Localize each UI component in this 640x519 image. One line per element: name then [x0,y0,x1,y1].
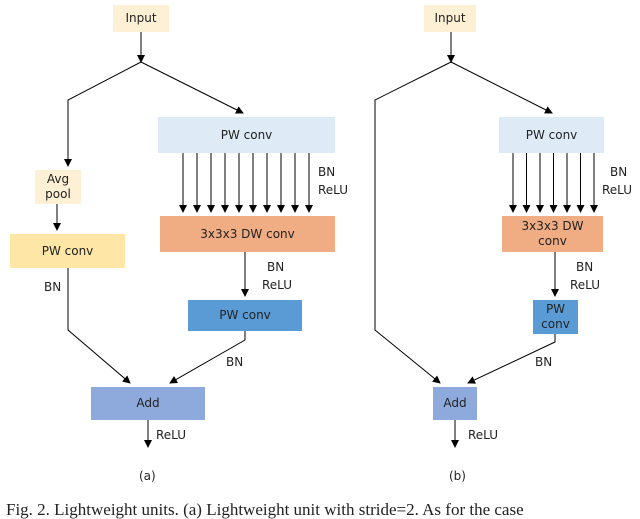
a-bn-bottom-label: BN [226,355,244,369]
b-bn-relu-top-label: BN ReLU [602,163,632,199]
b-pw-conv-bottom-box: PW conv [533,300,578,334]
b-relu-top: ReLU [602,183,633,197]
a-avg-pool-box: Avg pool [35,170,81,204]
a-relu-top: ReLU [318,183,349,197]
a-pw-bottom-to-add [169,331,246,384]
b-pw-bottom-to-add [467,334,556,384]
b-split-to-pw-top [450,61,553,114]
figure-caption: Fig. 2. Lightweight units. (a) Lightweig… [6,500,524,519]
a-pw-conv-top-box: PW conv [158,117,335,153]
a-pw-left-to-add [67,268,131,384]
a-relu-mid: ReLU [262,278,293,292]
a-bn-relu-mid-label: BN ReLU [262,258,292,294]
a-panel-label: (a) [139,469,156,483]
a-bn-top: BN [318,165,336,179]
a-bn-relu-top-label: BN ReLU [318,163,348,199]
a-dw-conv-box: 3x3x3 DW conv [160,216,335,252]
a-add-box: Add [91,387,205,420]
b-bn-mid: BN [576,260,594,274]
b-relu-mid: ReLU [570,278,601,292]
b-pw-conv-top-box: PW conv [499,117,604,153]
a-bn-left-label: BN [44,280,62,294]
b-dw-conv-box: 3x3x3 DW conv [502,216,603,252]
b-bn-relu-mid-label: BN ReLU [570,258,600,294]
a-input-box: Input [113,5,169,32]
b-bn-bottom-label: BN [535,355,553,369]
b-panel-label: (b) [449,469,466,483]
a-pw-conv-left-box: PW conv [10,234,125,268]
b-split-to-left [374,61,452,384]
a-relu-out-label: ReLU [156,428,187,442]
b-relu-out-label: ReLU [468,428,499,442]
b-bn-top: BN [610,165,628,179]
b-input-box: Input [424,5,476,32]
a-split-to-left [64,61,142,167]
a-split-to-pw-top [140,61,244,114]
b-add-box: Add [433,387,477,420]
a-pw-conv-bottom-box: PW conv [188,300,302,331]
a-bn-mid: BN [267,260,285,274]
